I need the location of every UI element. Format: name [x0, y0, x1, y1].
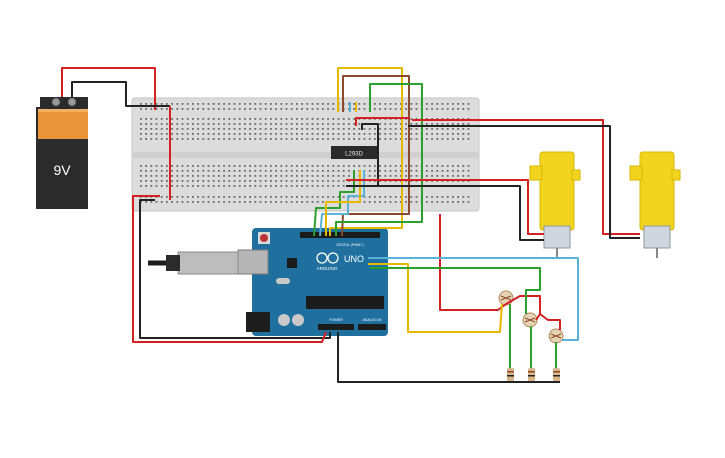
wire-red-5v-sensors[interactable] [439, 214, 507, 311]
dc-motor-2[interactable] [629, 151, 681, 258]
resistor-1[interactable] [507, 368, 514, 382]
arduino-logo-icon [316, 252, 339, 264]
breadboard[interactable] [131, 97, 480, 212]
chip-label: L293D [345, 152, 363, 158]
wire-green-sensor[interactable] [370, 267, 541, 314]
wire-battery-positive[interactable] [61, 67, 156, 110]
wire-green-chip-arduino[interactable] [313, 170, 355, 237]
wire-gnd-resistors[interactable] [337, 332, 560, 383]
wire-battery-negative[interactable] [71, 81, 170, 107]
wire-5v-to-arduino[interactable] [132, 195, 327, 343]
arduino-brand: ARDUINO [317, 266, 338, 271]
wire-gnd-to-arduino[interactable] [139, 199, 331, 339]
wire-motor1-black[interactable] [346, 185, 544, 241]
arduino-uno-board[interactable]: ARDUINO UNO DIGITAL (PWM~) POWER ANALOG … [237, 228, 388, 336]
arduino-model: UNO [344, 254, 364, 264]
wire-blue-sensor[interactable] [368, 257, 579, 341]
wire-motor1-red[interactable] [412, 119, 640, 235]
wire-red-sensor2[interactable] [505, 295, 541, 321]
wire-green-loop[interactable] [335, 83, 423, 236]
usb-cable[interactable] [148, 251, 239, 275]
analog-label: ANALOG IN [362, 318, 382, 322]
wire-yellow-loop-1[interactable] [329, 67, 403, 236]
resistor-2[interactable] [528, 368, 535, 382]
resistor-3[interactable] [553, 368, 560, 382]
battery-label: 9V [53, 162, 71, 178]
wire-motor2-black[interactable] [408, 125, 640, 239]
dc-motor-1[interactable] [529, 151, 581, 258]
wire-red-chip[interactable] [355, 117, 410, 126]
wire-yellow-sensor[interactable] [368, 263, 503, 333]
battery-9v[interactable]: 9V [36, 97, 88, 209]
photoresistor-3[interactable] [548, 328, 564, 344]
power-jack [246, 312, 270, 332]
wire-red-sensor3[interactable] [539, 313, 561, 330]
reset-button[interactable] [260, 234, 268, 242]
wire-motor1-brown[interactable] [346, 179, 544, 235]
atmega-chip [306, 296, 384, 309]
motor-driver-chip[interactable]: L293D [331, 146, 377, 159]
power-label: POWER [329, 318, 343, 322]
battery-terminal-pos [67, 97, 77, 107]
wire-blue-chip-arduino[interactable] [319, 170, 365, 237]
battery-terminal-neg [51, 97, 61, 107]
digital-label: DIGITAL (PWM~) [336, 243, 363, 247]
wire-brown-loop[interactable] [341, 75, 410, 237]
photoresistor-2[interactable] [522, 312, 538, 328]
usb-jack [237, 249, 269, 275]
